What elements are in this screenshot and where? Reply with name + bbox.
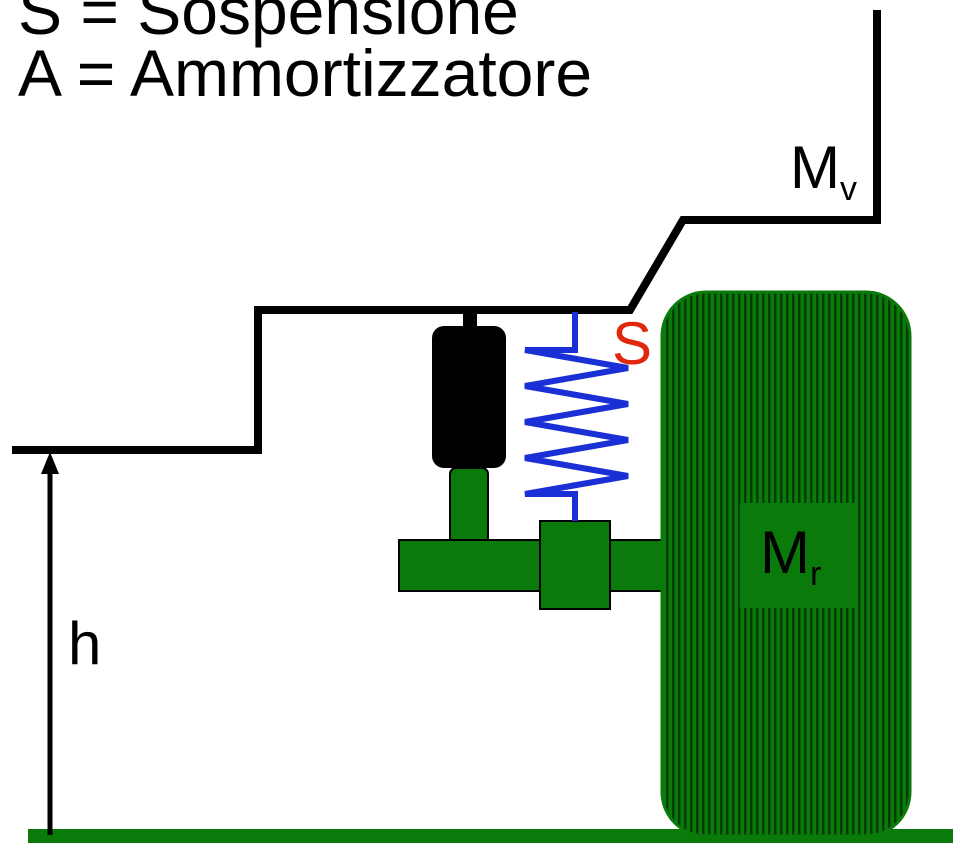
height-arrow-head: [41, 452, 59, 474]
legend-damper: A = Ammortizzatore: [18, 36, 593, 110]
wheel-mass-box: [740, 503, 858, 608]
height-label: h: [68, 610, 102, 677]
spring-coil: [524, 312, 629, 521]
damper-body: [432, 326, 506, 468]
vehicle-mass-label: Mv: [790, 134, 857, 208]
wheel-mass-label: Mr: [760, 519, 822, 593]
axle-arm: [398, 539, 670, 592]
spring-label: S: [612, 310, 653, 377]
legend-suspension: S = Sospensione: [18, 0, 519, 48]
damper-mount: [463, 312, 477, 330]
wheel-hub: [539, 520, 611, 610]
vehicle-body-outline: [12, 10, 881, 454]
